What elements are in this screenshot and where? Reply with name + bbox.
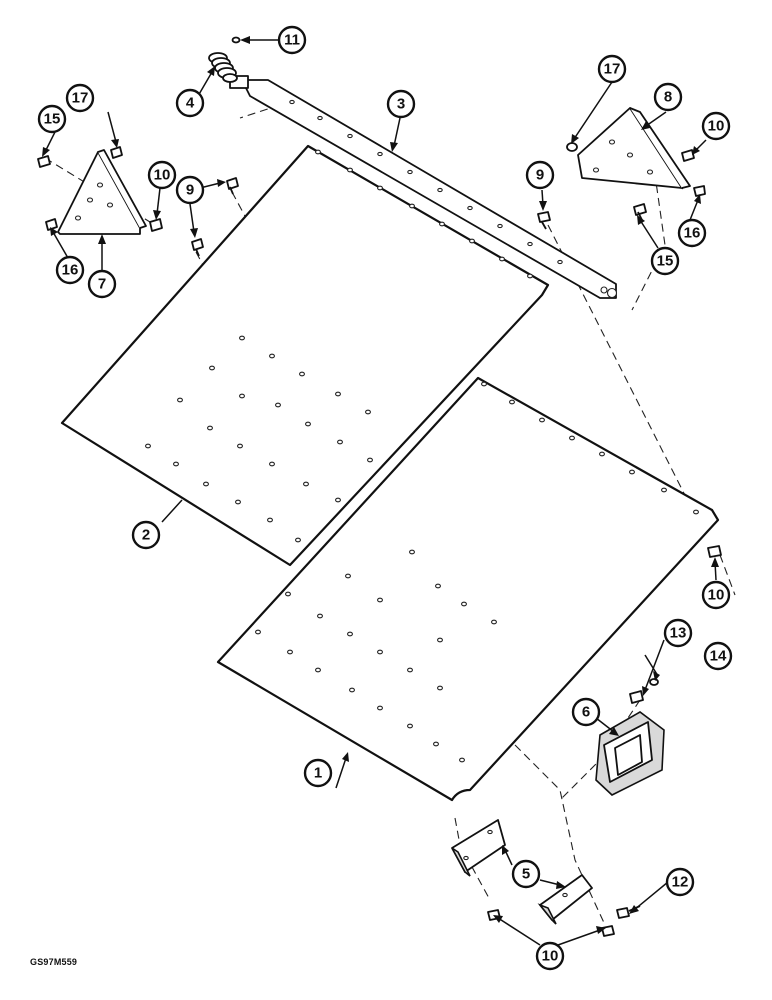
svg-text:17: 17 (72, 90, 89, 107)
svg-text:2: 2 (142, 527, 150, 544)
callout-10-top-right: 10 (701, 111, 731, 141)
callout-14: 14 (703, 641, 733, 671)
svg-text:8: 8 (664, 89, 672, 106)
svg-text:13: 13 (670, 625, 687, 642)
svg-text:5: 5 (522, 866, 530, 883)
callout-9-right: 9 (525, 160, 555, 190)
svg-text:16: 16 (684, 225, 701, 242)
callout-10-mid-right: 10 (701, 580, 731, 610)
plate-2 (60, 144, 550, 567)
svg-text:7: 7 (98, 276, 106, 293)
svg-text:10: 10 (708, 587, 725, 604)
svg-text:10: 10 (708, 118, 725, 135)
callout-16-right: 16 (677, 218, 707, 248)
svg-text:1: 1 (314, 765, 322, 782)
callout-10-bottom: 10 (535, 941, 565, 971)
bracket-5-upper (451, 819, 506, 877)
callout-5: 5 (511, 859, 541, 889)
callout-16-left: 16 (55, 255, 85, 285)
callout-3: 3 (386, 89, 416, 119)
leader-lines (42, 36, 719, 946)
svg-text:9: 9 (536, 167, 544, 184)
callout-8: 8 (653, 82, 683, 112)
hardware (37, 36, 722, 937)
svg-text:12: 12 (672, 874, 689, 891)
plate-1 (216, 376, 720, 802)
callout-15-right: 15 (650, 246, 680, 276)
callout-15-left: 15 (37, 104, 67, 134)
svg-text:6: 6 (582, 704, 590, 721)
bracket-6 (595, 711, 665, 796)
spring-4 (208, 52, 238, 83)
svg-text:14: 14 (710, 648, 727, 665)
svg-text:17: 17 (604, 61, 621, 78)
bracket-5-lower (537, 874, 593, 925)
callout-9-left: 9 (175, 175, 205, 205)
svg-text:10: 10 (542, 948, 559, 965)
callout-17-right: 17 (597, 54, 627, 84)
plate-2-holes (145, 149, 533, 543)
callout-13: 13 (663, 618, 693, 648)
svg-text:4: 4 (186, 95, 195, 112)
callout-2: 2 (131, 520, 161, 550)
svg-text:11: 11 (284, 32, 300, 49)
bracket-8 (577, 107, 691, 189)
svg-text:15: 15 (44, 111, 61, 128)
plate-1-holes (255, 381, 699, 763)
callout-12: 12 (665, 867, 695, 897)
callout-17-left: 17 (65, 83, 95, 113)
svg-text:10: 10 (154, 167, 171, 184)
callout-4: 4 (175, 88, 205, 118)
callout-6: 6 (571, 697, 601, 727)
callout-1: 1 (303, 758, 333, 788)
svg-text:3: 3 (397, 96, 405, 113)
bracket-7 (57, 149, 147, 235)
callouts: 1 2 3 4 5 6 7 8 9 9 10 10 10 10 11 12 13… (37, 25, 733, 971)
callout-10-left: 10 (147, 160, 177, 190)
callout-11: 11 (277, 25, 307, 55)
svg-text:16: 16 (62, 262, 79, 279)
shaft-3 (229, 75, 618, 299)
svg-text:9: 9 (186, 182, 194, 199)
svg-text:15: 15 (657, 253, 674, 270)
callout-7: 7 (87, 269, 117, 299)
drawing-reference-code: GS97M559 (30, 957, 78, 967)
